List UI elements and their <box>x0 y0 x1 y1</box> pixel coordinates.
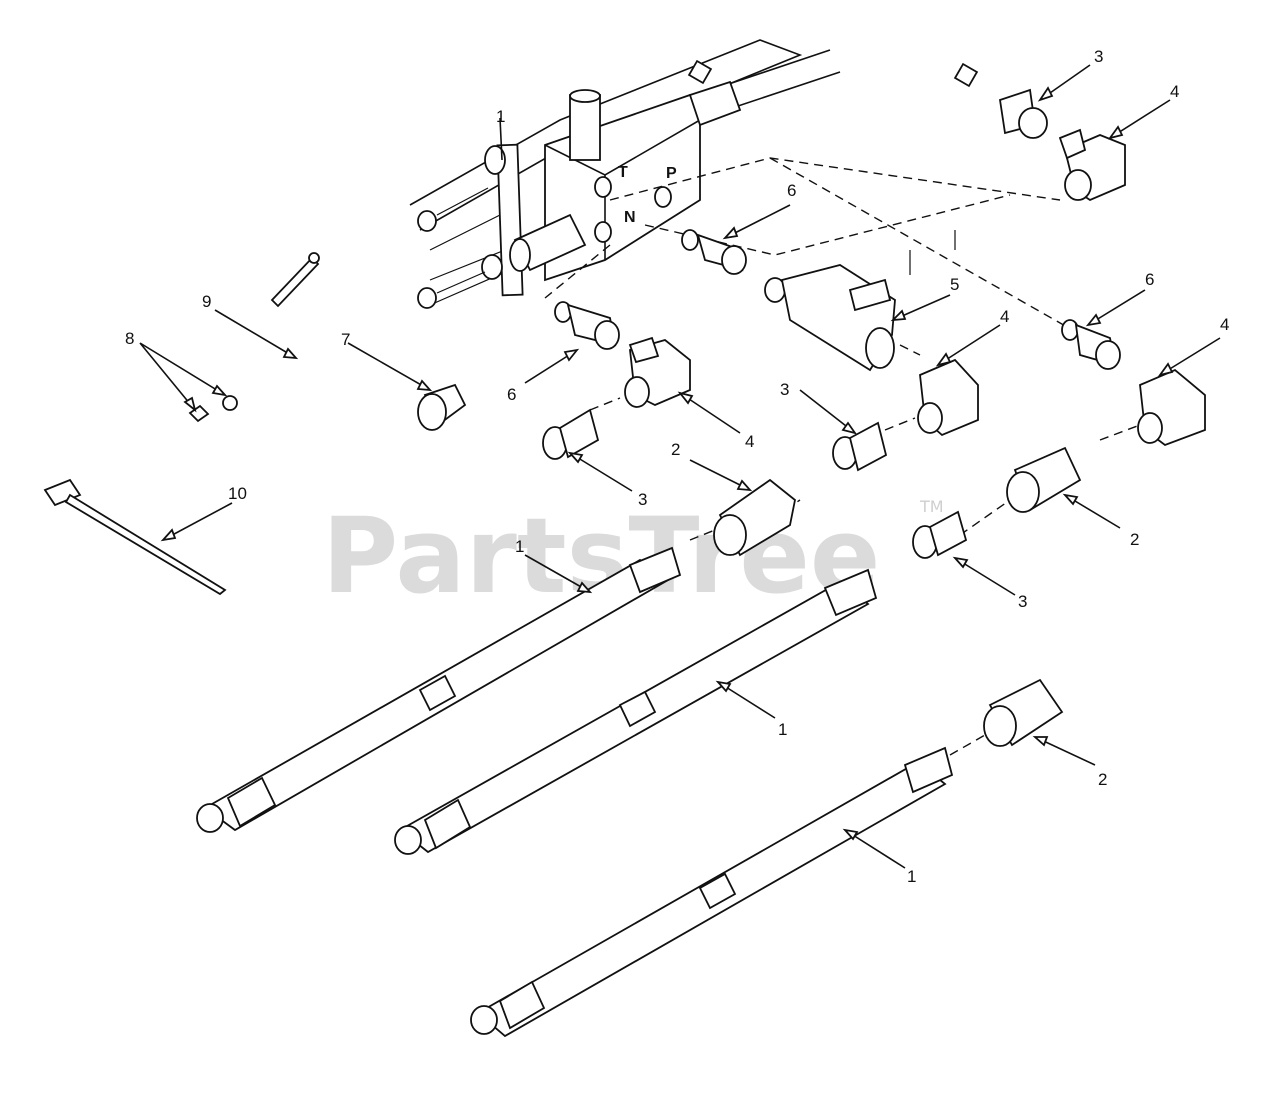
callout-valve: 1 <box>496 107 505 126</box>
callout-adapter-left: 3 <box>638 490 647 509</box>
callout-hose-b: 1 <box>778 720 787 739</box>
hydraulic-hose-c <box>470 746 954 1038</box>
callout-washer-nut: 8 <box>125 329 134 348</box>
port-label-t: T <box>618 164 628 181</box>
adapter-fitting-right <box>912 510 968 559</box>
reducer-fitting-top <box>681 229 747 275</box>
callout-adapter-mid: 3 <box>780 380 789 399</box>
callout-coupler-right: 2 <box>1130 530 1139 549</box>
callout-plug: 7 <box>341 330 350 349</box>
coupler-lower <box>983 678 1064 747</box>
coupler-left <box>713 478 796 557</box>
adapter-fitting-top <box>998 88 1048 139</box>
hydraulic-hose-a <box>196 546 682 833</box>
adapter-fitting-mid <box>832 421 888 472</box>
watermark-trademark: TM <box>919 497 944 516</box>
hydraulic-hose-b <box>394 568 878 855</box>
callout-hose-c: 1 <box>907 867 916 886</box>
washer-and-nut <box>188 395 238 423</box>
callout-coupler-left: 2 <box>671 440 680 459</box>
reducer-fitting-right <box>1061 319 1121 370</box>
leader-lines <box>139 64 1221 869</box>
callout-reducer-right: 6 <box>1145 270 1154 289</box>
callout-reducer-left: 6 <box>507 385 516 404</box>
callout-coupler-lower: 2 <box>1098 770 1107 789</box>
callout-adapter-top: 3 <box>1094 47 1103 66</box>
elbow-fitting-mid <box>917 358 979 437</box>
callout-tee: 5 <box>950 275 959 294</box>
coupler-right <box>1006 446 1082 513</box>
elbow-fitting-right <box>1137 368 1206 447</box>
cable-tie <box>43 478 227 596</box>
callout-reducer-top: 6 <box>787 181 796 200</box>
reducer-fitting-left <box>554 301 620 350</box>
adapter-fitting-left <box>542 408 600 460</box>
control-valve-assembly <box>409 39 979 309</box>
callout-elbow-right: 4 <box>1220 315 1229 334</box>
port-label-n: N <box>624 209 636 226</box>
callout-cable-tie: 10 <box>228 484 247 503</box>
port-label-p: P <box>666 165 677 182</box>
routing-lines <box>544 157 1141 756</box>
callout-adapter-right: 3 <box>1018 592 1027 611</box>
callout-elbow-top: 4 <box>1170 82 1179 101</box>
callout-hose-a: 1 <box>515 537 524 556</box>
bolt <box>270 252 320 308</box>
callout-elbow-mid: 4 <box>1000 307 1009 326</box>
plug <box>417 383 467 431</box>
elbow-fitting-left <box>624 336 691 408</box>
elbow-fitting-top <box>1058 128 1126 202</box>
callout-elbow-left: 4 <box>745 432 754 451</box>
callout-bolt: 9 <box>202 292 211 311</box>
tee-fitting <box>764 264 896 372</box>
